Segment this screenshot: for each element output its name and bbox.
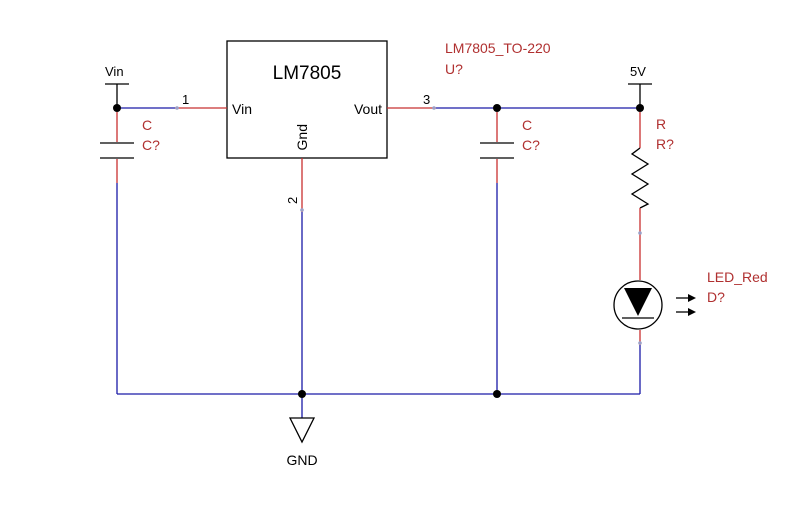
vout-port-label: 5V — [630, 64, 646, 79]
vin-port: Vin — [105, 64, 129, 108]
resistor-ref: R? — [656, 136, 674, 152]
output-capacitor: C C? — [480, 112, 540, 183]
regulator-part: LM7805_TO-220 — [445, 40, 551, 56]
wires — [116, 107, 641, 418]
led-triangle — [624, 288, 652, 316]
regulator-pin-out-label: Vout — [354, 101, 382, 117]
cap-in-ref: C? — [142, 137, 160, 153]
led-ref: D? — [707, 289, 725, 305]
led-red: LED_Red D? — [613, 235, 768, 345]
led-value: LED_Red — [707, 269, 768, 285]
junction-gnd — [298, 390, 306, 398]
vin-port-label: Vin — [105, 64, 124, 79]
input-capacitor: C C? — [100, 112, 160, 183]
regulator-lm7805: LM7805 Vin Vout Gnd 1 3 2 LM7805_TO-220 … — [175, 40, 551, 212]
cap-out-value: C — [522, 117, 532, 133]
cap-in-value: C — [142, 117, 152, 133]
resistor-zigzag — [630, 147, 650, 209]
regulator-pin1-number: 1 — [182, 92, 189, 107]
regulator-pin-in-label: Vin — [232, 101, 252, 117]
cap-out-ref: C? — [522, 137, 540, 153]
ground-triangle — [288, 417, 316, 444]
regulator-body — [226, 40, 388, 159]
junction-gnd-cap — [493, 390, 501, 398]
ground-label: GND — [286, 452, 317, 468]
junction-vout-cap — [493, 104, 501, 112]
resistor: R R? — [630, 112, 674, 235]
ground-symbol: GND — [286, 417, 318, 468]
regulator-name: LM7805 — [273, 63, 342, 84]
junctions — [113, 104, 644, 398]
resistor-value: R — [656, 116, 666, 132]
vout-5v-port: 5V — [628, 64, 652, 108]
regulator-pin3-number: 3 — [423, 92, 430, 107]
regulator-pin2-number: 2 — [285, 197, 300, 204]
regulator-ref: U? — [445, 61, 463, 77]
regulator-pin-gnd-label: Gnd — [294, 124, 310, 150]
led-body — [613, 280, 663, 330]
